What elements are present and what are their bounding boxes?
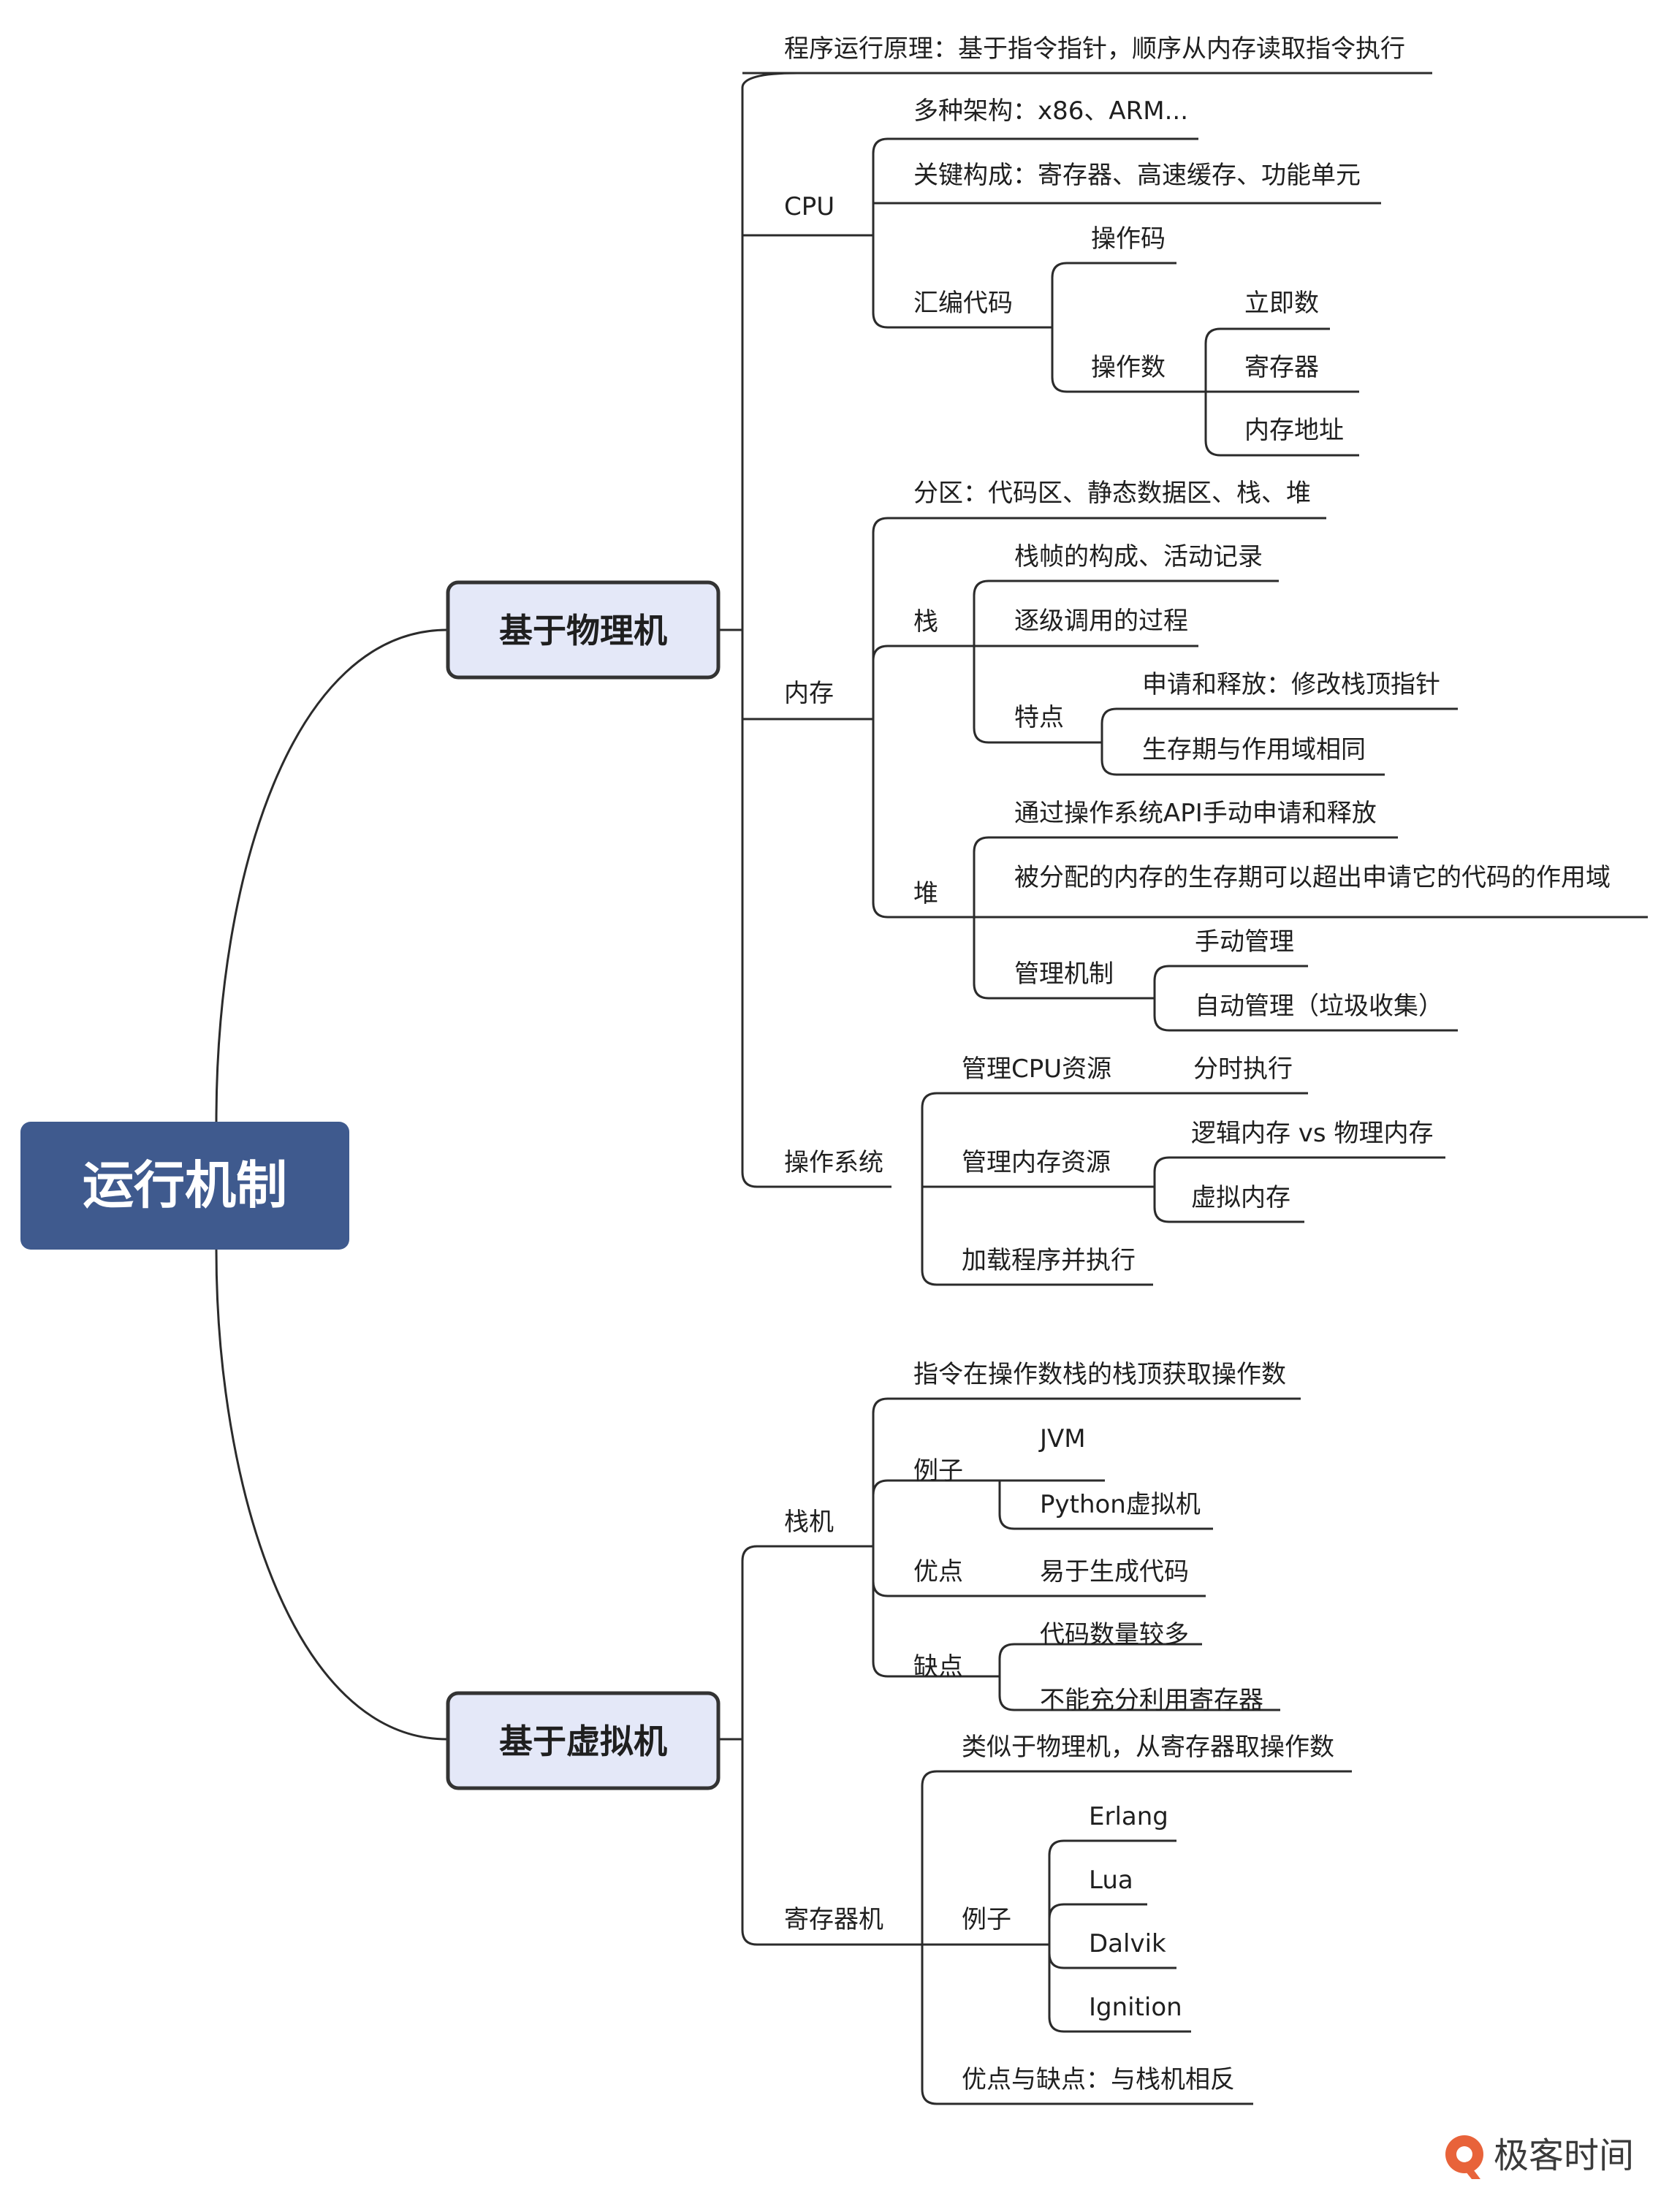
- branch-virtual-label: 基于虚拟机: [499, 1722, 667, 1761]
- node-reg-example-item: Lua: [1089, 1866, 1133, 1895]
- node-heap-mgmt: 管理机制: [1014, 959, 1114, 989]
- node-stack-traits: 特点: [1014, 703, 1064, 732]
- node-operand-item: 内存地址: [1244, 416, 1344, 445]
- branch-physical-box: [446, 580, 721, 680]
- branch-virtual-box: [446, 1691, 721, 1790]
- node-reg-example-item: Erlang: [1089, 1802, 1168, 1831]
- node-pros-item: 易于生成代码: [1040, 1557, 1189, 1586]
- node-mem-zones: 分区：代码区、静态数据区、栈、堆: [913, 479, 1311, 508]
- node-heap: 堆: [913, 879, 938, 908]
- node-stack-vm-pros: 优点: [913, 1557, 963, 1586]
- node-mgmt-item: 手动管理: [1195, 927, 1294, 957]
- node-stack-vm: 栈机: [784, 1508, 834, 1537]
- node-heap-api: 通过操作系统API手动申请和释放: [1014, 799, 1377, 828]
- node-stack-vm-cons: 缺点: [913, 1652, 963, 1681]
- node-stack-calls: 逐级调用的过程: [1014, 607, 1188, 636]
- node-os-mem-item: 逻辑内存 vs 物理内存: [1191, 1119, 1433, 1148]
- node-cpu-parts: 关键构成：寄存器、高速缓存、功能单元: [913, 161, 1361, 190]
- node-stack: 栈: [913, 607, 938, 636]
- node-os-mem: 管理内存资源: [962, 1148, 1111, 1177]
- node-mgmt-item: 自动管理（垃圾收集）: [1195, 992, 1443, 1021]
- node-cpu-arch: 多种架构：x86、ARM...: [913, 96, 1188, 126]
- node-os-mem-item: 虚拟内存: [1191, 1183, 1290, 1212]
- node-principle: 程序运行原理：基于指令指针，顺序从内存读取指令执行: [784, 34, 1405, 64]
- node-stack-frame: 栈帧的构成、活动记录: [1014, 542, 1263, 571]
- node-reg-vm-compare: 优点与缺点：与栈机相反: [962, 2065, 1235, 2094]
- node-asm: 汇编代码: [913, 289, 1013, 318]
- node-example-item: Python虚拟机: [1040, 1490, 1201, 1519]
- branch-physical-label: 基于物理机: [499, 611, 667, 650]
- node-trait-item: 生存期与作用域相同: [1142, 735, 1366, 764]
- node-cpu: CPU: [784, 192, 834, 221]
- geektime-logo-icon: [1445, 2135, 1483, 2179]
- node-os: 操作系统: [784, 1148, 883, 1177]
- node-memory: 内存: [784, 679, 834, 708]
- connector-lines: [215, 72, 1648, 2105]
- node-stack-vm-desc: 指令在操作数栈的栈顶获取操作数: [913, 1360, 1286, 1389]
- logo-text: 极客时间: [1494, 2135, 1634, 2176]
- node-trait-item: 申请和释放：修改栈顶指针: [1142, 670, 1440, 699]
- node-opcode: 操作码: [1091, 224, 1166, 254]
- node-example-item: JVM: [1038, 1424, 1086, 1453]
- geektime-logo: 极客时间: [1445, 2135, 1634, 2179]
- node-os-cpu: 管理CPU资源: [962, 1054, 1111, 1084]
- node-reg-vm-desc: 类似于物理机，从寄存器取操作数: [962, 1733, 1334, 1762]
- node-reg-example-item: Ignition: [1089, 1993, 1182, 2022]
- node-os-cpu-item: 分时执行: [1193, 1054, 1293, 1084]
- node-os-load: 加载程序并执行: [962, 1246, 1136, 1275]
- node-operand-item: 立即数: [1244, 289, 1319, 318]
- node-operand: 操作数: [1091, 353, 1166, 382]
- node-operand-item: 寄存器: [1244, 353, 1319, 382]
- root-title: 运行机制: [83, 1155, 287, 1215]
- node-stack-vm-examples: 例子: [913, 1456, 963, 1486]
- node-cons-item: 代码数量较多: [1040, 1620, 1189, 1649]
- node-cons-item: 不能充分利用寄存器: [1040, 1686, 1263, 1715]
- root-node: [20, 1122, 349, 1250]
- node-reg-example-item: Dalvik: [1089, 1929, 1166, 1958]
- node-reg-vm: 寄存器机: [784, 1905, 883, 1934]
- node-heap-lifetime: 被分配的内存的生存期可以超出申请它的代码的作用域: [1014, 863, 1611, 892]
- node-reg-vm-examples: 例子: [962, 1905, 1011, 1934]
